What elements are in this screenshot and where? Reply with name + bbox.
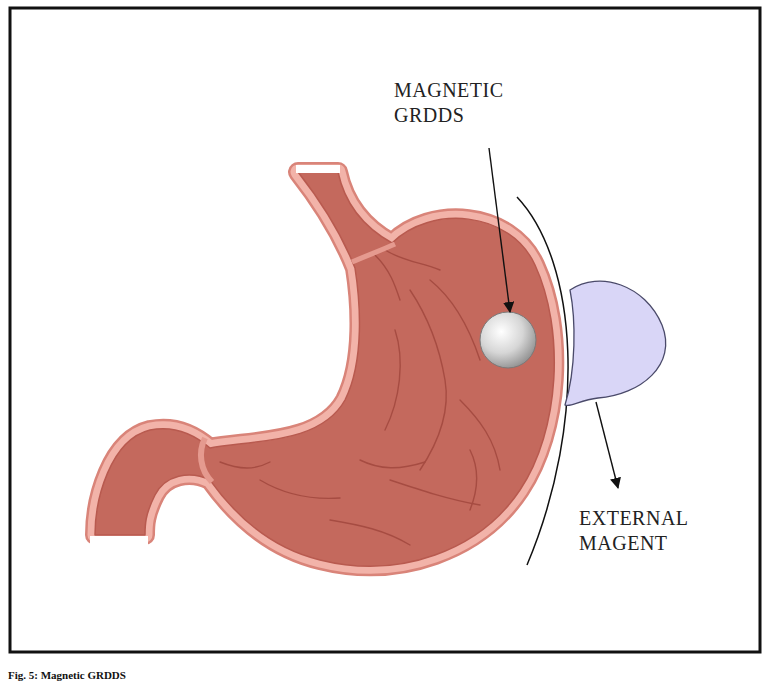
cardiac-sphincter	[352, 244, 395, 262]
stomach	[90, 165, 554, 566]
leader-arrow	[489, 148, 510, 312]
stomach-wall	[95, 172, 554, 566]
callout-label: EXTERNAL MAGENT	[579, 506, 711, 556]
stomach-lining	[95, 172, 554, 566]
esophagus-cut	[296, 165, 340, 173]
frame-border	[10, 8, 760, 652]
duodenum-cut	[90, 536, 148, 548]
leader-arrow	[596, 402, 618, 488]
body-wall-line	[517, 197, 568, 565]
external-magnet	[565, 281, 666, 405]
pyloric-sphincter	[201, 438, 212, 482]
magnetic-grdds-sphere	[480, 312, 536, 368]
callout-label: MAGNETIC GRDDS	[394, 78, 529, 128]
stomach-wall-outer	[95, 172, 554, 566]
figure-caption: Fig. 5: Magnetic GRDDS	[8, 669, 126, 681]
gastric-folds	[220, 250, 500, 545]
